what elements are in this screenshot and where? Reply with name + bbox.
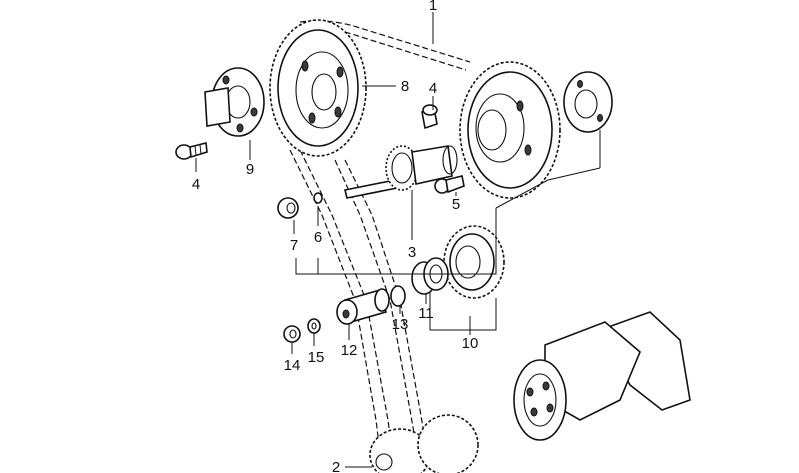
callout-13: 13 — [392, 316, 409, 333]
guide-pin — [336, 288, 390, 325]
o-ring — [390, 285, 406, 307]
callout-11: 11 — [418, 305, 434, 322]
crankshaft-sprocket — [369, 414, 479, 473]
callout-4-upper: 4 — [429, 80, 437, 97]
callout-10: 10 — [462, 335, 479, 352]
bolt-upper — [421, 104, 438, 130]
callout-5: 5 — [452, 196, 460, 213]
callout-12: 12 — [341, 342, 358, 359]
callout-1: 1 — [429, 0, 437, 14]
callout-7: 7 — [290, 237, 298, 254]
camshaft-flange-hub — [204, 67, 265, 137]
needle-bearing — [411, 257, 449, 295]
lower-sprocket — [443, 225, 505, 299]
right-flange — [563, 71, 613, 133]
callout-14: 14 — [284, 357, 301, 374]
callout-3: 3 — [408, 244, 416, 261]
washer-15 — [307, 318, 321, 334]
callout-9: 9 — [246, 161, 254, 178]
callout-labels: 1 2 3 4 4 5 6 7 8 9 10 11 12 13 14 15 — [192, 0, 479, 473]
nut-7 — [277, 197, 299, 219]
crankshaft — [513, 311, 691, 441]
nut-14 — [283, 325, 301, 343]
callout-6: 6 — [314, 229, 322, 246]
callout-15: 15 — [308, 349, 325, 366]
callout-4-left: 4 — [192, 176, 200, 193]
right-camshaft-sprocket — [459, 61, 561, 199]
bolt-left — [175, 142, 208, 160]
leader-lines — [195, 12, 601, 468]
bolt-5 — [434, 175, 465, 194]
intermediate-shaft-gear — [344, 145, 458, 199]
callout-2: 2 — [332, 459, 340, 473]
washer-6 — [313, 192, 323, 204]
left-camshaft-sprocket — [269, 19, 367, 157]
callout-8: 8 — [401, 78, 409, 95]
